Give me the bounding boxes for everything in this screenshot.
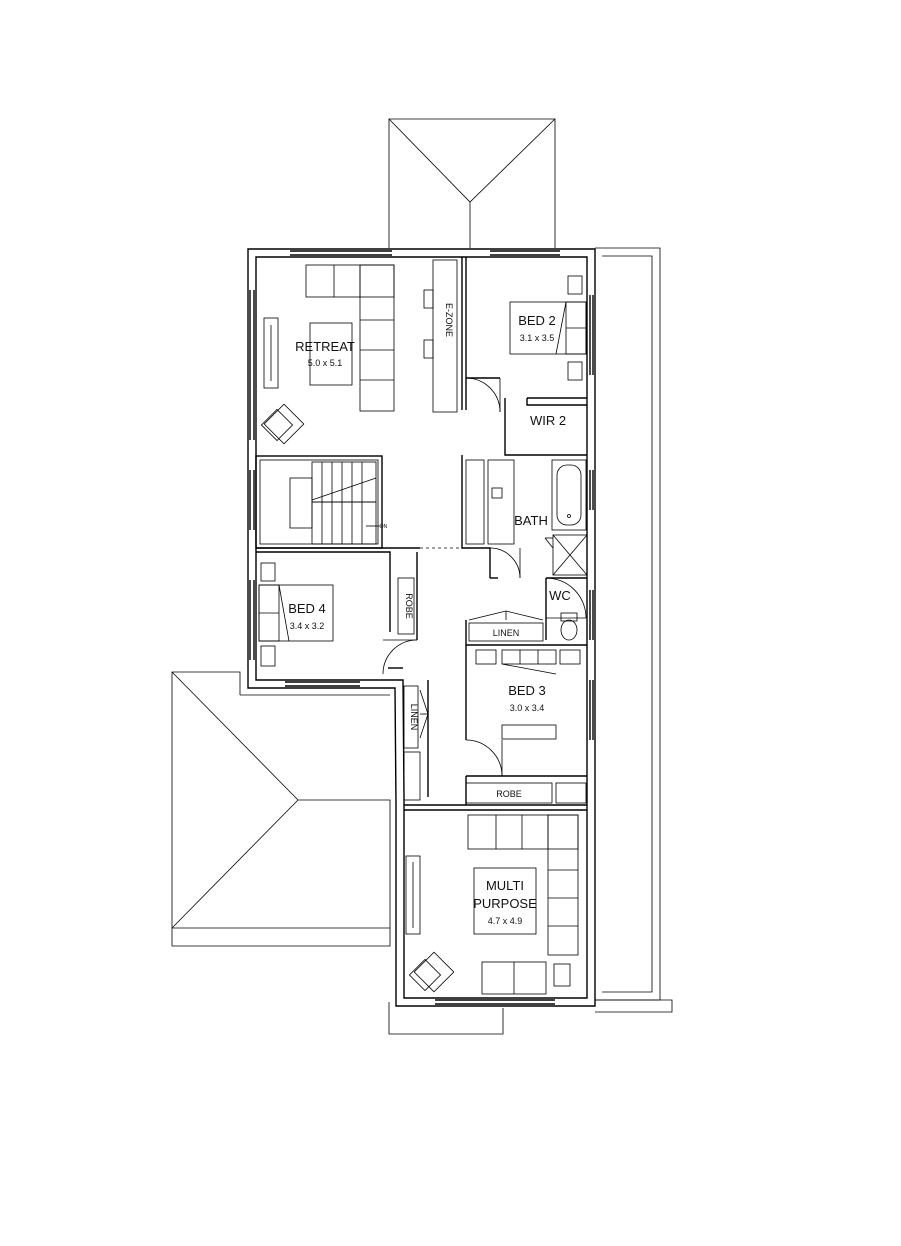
wir2-label: WIR 2	[530, 413, 566, 428]
bath-fixtures	[465, 459, 588, 576]
wc-label: WC	[549, 588, 571, 603]
roof-right	[595, 247, 673, 1013]
robe-bed4-label: ROBE	[404, 593, 414, 619]
room-labels: RETREAT 5.0 x 5.1 E-ZONE BED 2 3.1 x 3.5…	[288, 303, 571, 926]
doors	[382, 377, 587, 777]
bed4-label: BED 4	[288, 601, 326, 616]
wc-fixtures	[560, 612, 578, 641]
bed3-furniture	[475, 649, 581, 740]
multi-label-line1: MULTI	[486, 878, 524, 893]
porch-bottom	[388, 1002, 504, 1035]
bed4-furniture	[258, 562, 415, 667]
robe-bed3-label: ROBE	[496, 789, 522, 799]
bath-label: BATH	[514, 513, 548, 528]
robe-bed3	[465, 782, 587, 804]
retreat-furniture	[260, 259, 458, 445]
bed4-size: 3.4 x 3.2	[290, 621, 325, 631]
internal-walls	[255, 257, 587, 811]
windows	[249, 250, 594, 1005]
linen-upper-label: LINEN	[493, 628, 520, 638]
retreat-label: RETREAT	[295, 339, 355, 354]
bed2-label: BED 2	[518, 313, 556, 328]
linen-upper-cupboard	[468, 610, 544, 642]
multi-size: 4.7 x 4.9	[488, 916, 523, 926]
stair-dn-label: DN	[380, 524, 388, 530]
retreat-size: 5.0 x 5.1	[308, 358, 343, 368]
bed3-size: 3.0 x 3.4	[510, 703, 545, 713]
multi-purpose-furniture	[405, 814, 579, 995]
bed2-furniture	[509, 275, 587, 381]
staircase	[289, 461, 380, 545]
ezone-label: E-ZONE	[444, 303, 454, 337]
roof-top	[388, 118, 556, 248]
bed2-size: 3.1 x 3.5	[520, 333, 555, 343]
multi-label-line2: PURPOSE	[473, 896, 537, 911]
external-walls	[247, 248, 596, 1007]
linen-hall-label: LINEN	[409, 704, 419, 731]
bed3-label: BED 3	[508, 683, 546, 698]
linen-hall-cupboard	[403, 685, 429, 801]
roof-left	[171, 671, 391, 947]
